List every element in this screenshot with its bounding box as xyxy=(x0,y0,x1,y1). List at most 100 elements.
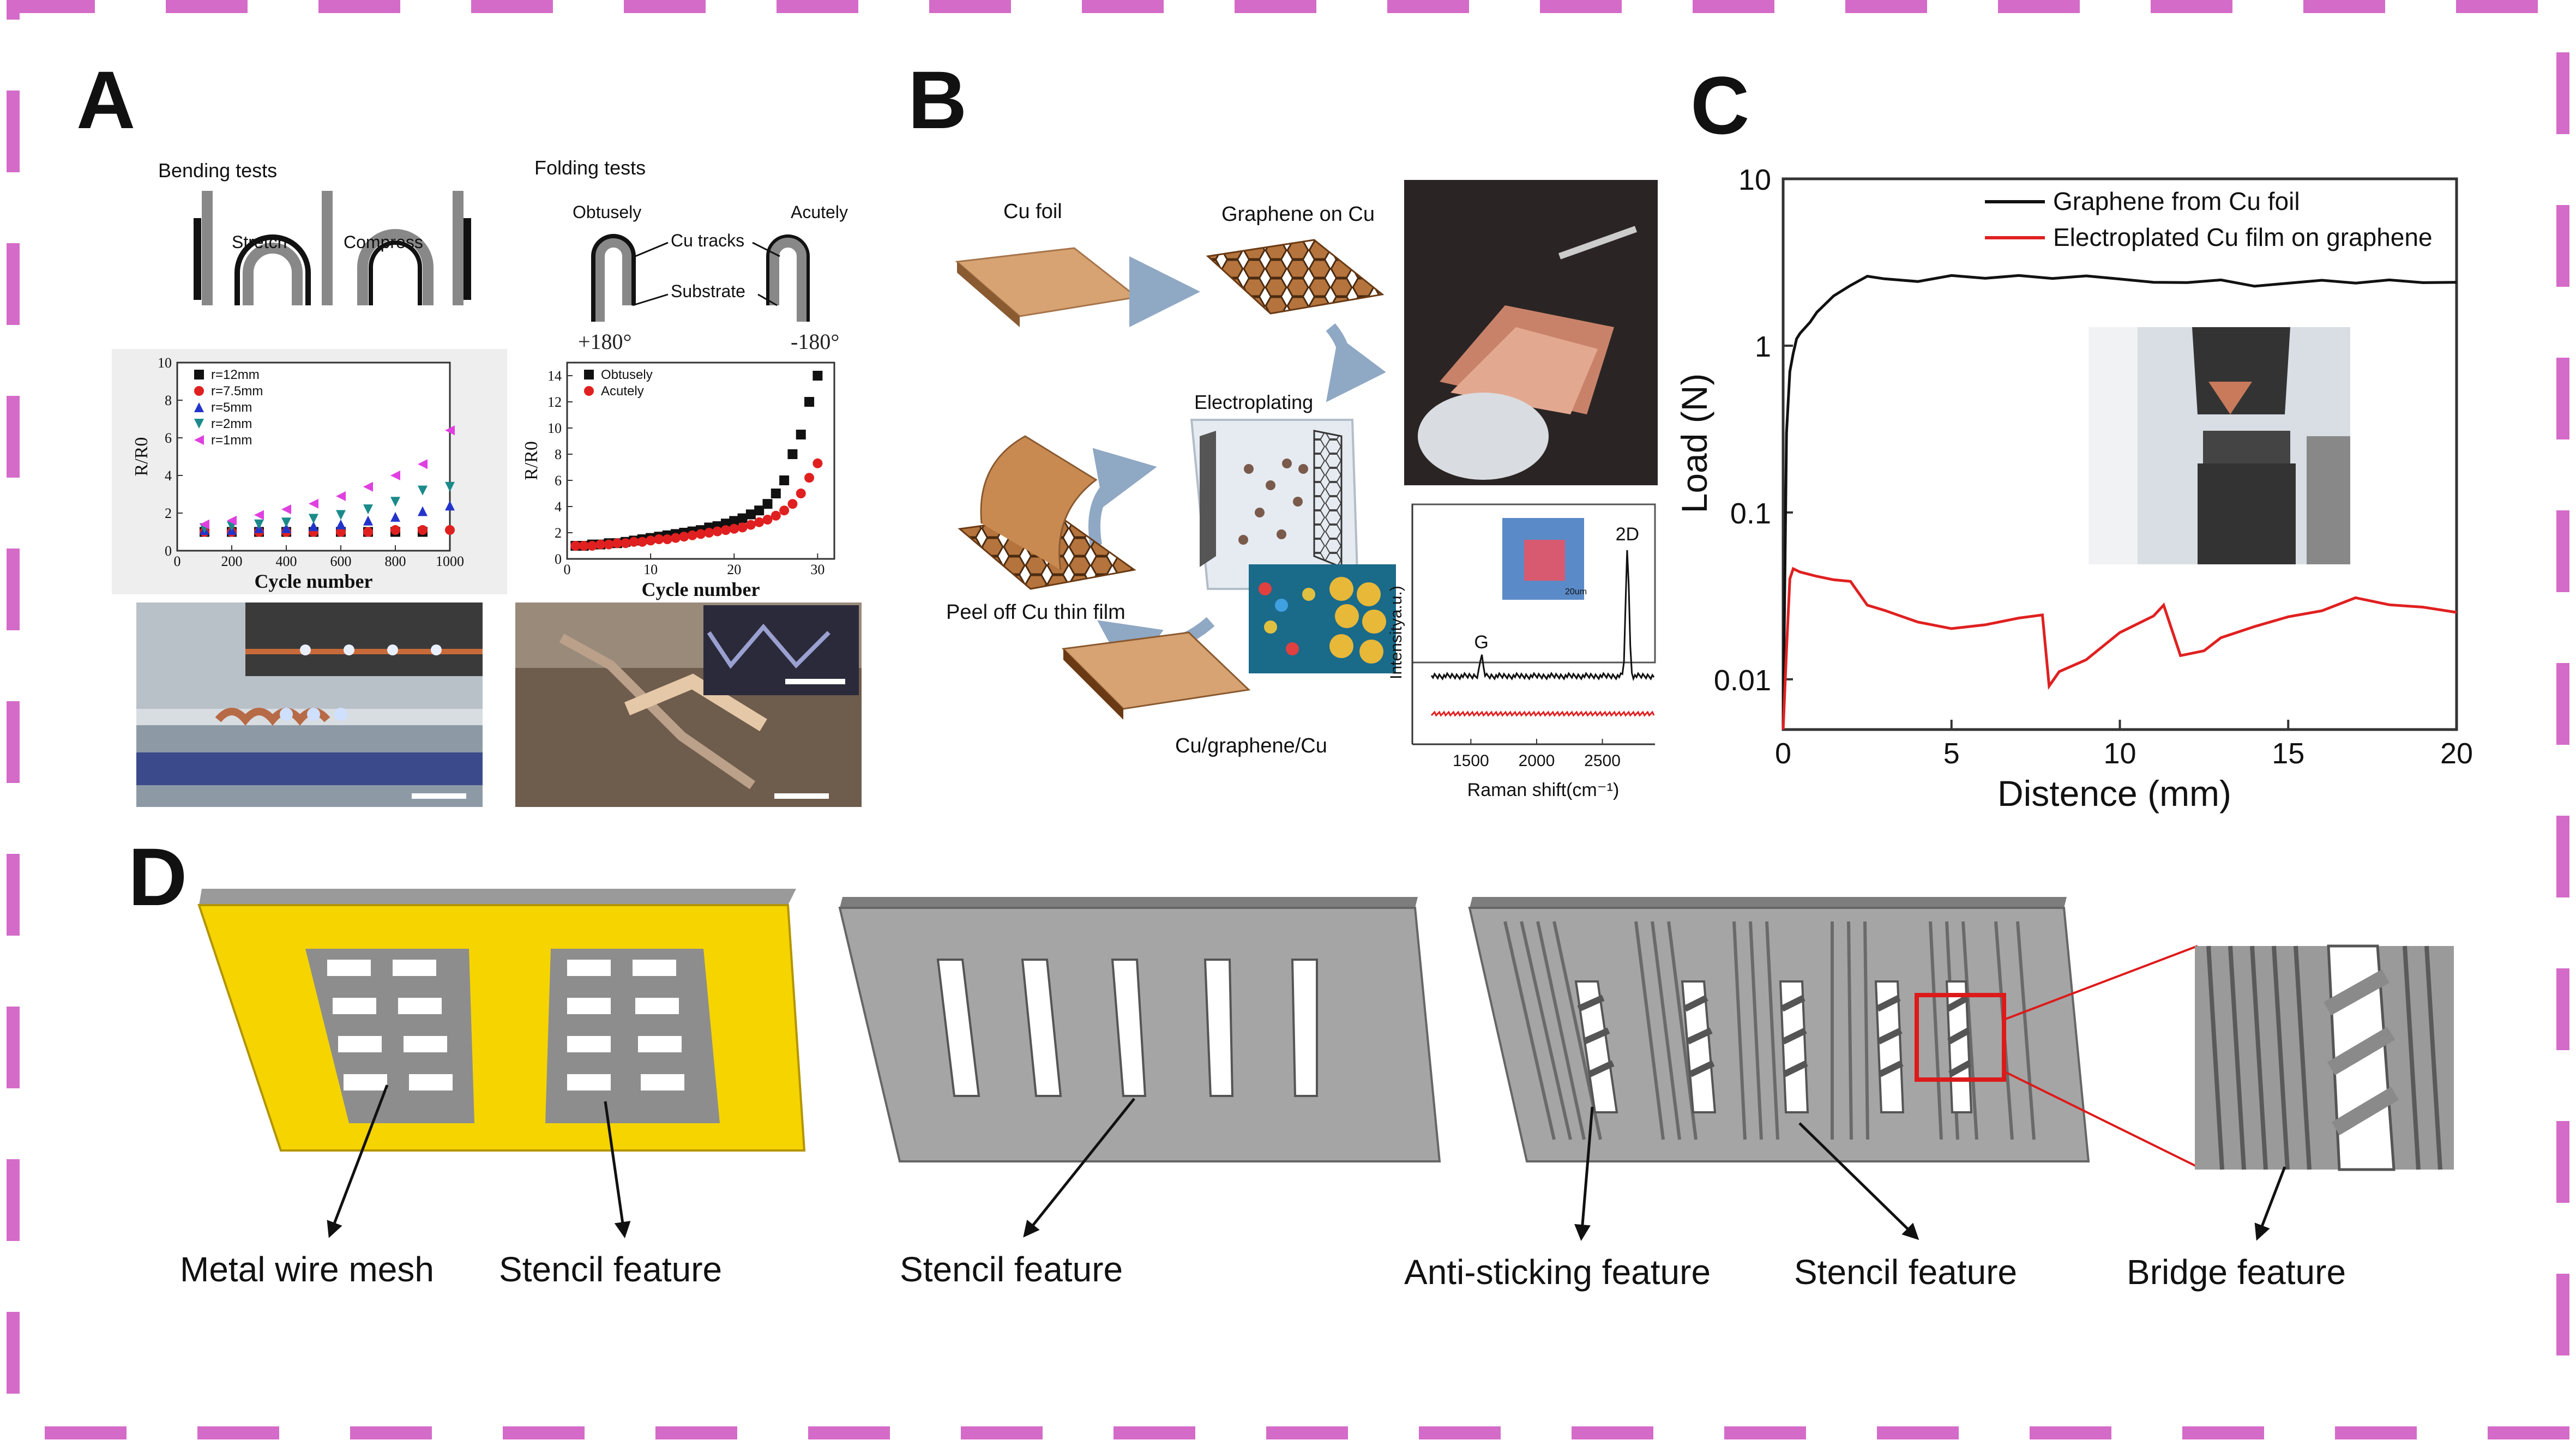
data-point xyxy=(254,519,264,529)
legend-label: Electroplated Cu film on graphene xyxy=(2053,223,2433,251)
data-point xyxy=(612,538,622,549)
data-point xyxy=(200,519,209,529)
data-point xyxy=(570,541,581,551)
data-point xyxy=(737,522,748,533)
panel-a: Bending tests Stretch Compress Folding t… xyxy=(112,156,862,807)
y-tick-label: 4 xyxy=(555,499,562,515)
data-point xyxy=(796,430,806,439)
legend-label: Obtusely xyxy=(601,367,653,382)
y-tick-label: 8 xyxy=(555,447,562,462)
panel-label-a: A xyxy=(76,54,135,146)
bridge-feature-label: Bridge feature xyxy=(2127,1252,2346,1292)
x-tick-label: 400 xyxy=(276,553,297,569)
legend-label: r=12mm xyxy=(211,367,260,382)
peel-off-sheet xyxy=(958,435,1136,590)
data-point xyxy=(804,397,815,407)
electroplating-label: Electroplating xyxy=(1194,391,1313,413)
data-point xyxy=(729,523,739,534)
data-point xyxy=(745,509,756,520)
data-point xyxy=(762,515,773,525)
data-point xyxy=(771,510,781,521)
bending-schematic: Stretch Compress xyxy=(194,191,471,305)
y-tick-label: 12 xyxy=(547,394,562,410)
graphene-on-cu-label: Graphene on Cu xyxy=(1221,203,1375,226)
spectrum-black xyxy=(1430,550,1655,682)
data-point xyxy=(363,481,373,492)
x-tick-label: 0 xyxy=(1775,737,1791,770)
x-tick-label: 10 xyxy=(643,562,658,577)
legend-marker xyxy=(584,386,594,396)
data-point xyxy=(720,525,731,535)
compress-label: Compress xyxy=(344,232,423,252)
data-point xyxy=(309,498,318,509)
atomic-model-inset xyxy=(1249,564,1396,673)
spectrum-red xyxy=(1430,710,1655,717)
metal-wire-mesh-label: Metal wire mesh xyxy=(180,1250,434,1289)
bridge-zoom-inset xyxy=(2195,944,2454,1241)
data-point xyxy=(621,538,631,549)
data-point xyxy=(336,491,346,501)
data-point xyxy=(654,534,664,544)
data-point xyxy=(281,523,291,533)
y-tick-label: 10 xyxy=(1738,164,1771,196)
cu-foil-sheet xyxy=(955,247,1139,317)
plus180-label: +180° xyxy=(578,329,632,354)
data-point xyxy=(704,528,714,538)
panel-label-b: B xyxy=(908,54,967,146)
data-point xyxy=(712,526,723,537)
cu-film-photo xyxy=(1404,180,1658,485)
peak-label: G xyxy=(1474,632,1488,653)
data-point xyxy=(281,504,291,515)
data-point xyxy=(737,513,748,523)
y-axis-label: Intensitya.u.) xyxy=(1387,586,1405,679)
data-point xyxy=(771,489,781,498)
arrow-4 xyxy=(1088,448,1157,546)
x-axis-label: Raman shift(cm⁻¹) xyxy=(1467,780,1620,800)
substrate-label: Substrate xyxy=(671,281,745,301)
stencil-plain xyxy=(838,897,1441,1238)
data-point xyxy=(646,535,656,546)
data-point xyxy=(363,504,373,515)
x-tick-label: 0 xyxy=(564,562,571,577)
y-tick-label: 10 xyxy=(547,420,562,436)
y-tick-label: 0.1 xyxy=(1730,497,1771,530)
data-point xyxy=(812,458,823,468)
data-point xyxy=(390,471,400,480)
data-point xyxy=(687,530,697,540)
data-point xyxy=(445,525,455,535)
graphene-on-cu-sheet xyxy=(1206,239,1385,315)
legend-label: r=2mm xyxy=(211,417,252,431)
y-tick-label: 6 xyxy=(165,430,172,446)
legend-label: r=1mm xyxy=(211,433,252,448)
x-tick-label: 15 xyxy=(2272,737,2304,770)
cu-tracks-label: Cu tracks xyxy=(671,231,744,250)
raman-inset-scale: 20um xyxy=(1565,587,1587,597)
legend-marker xyxy=(584,370,594,379)
stencil-feature-label-2: Stencil feature xyxy=(900,1250,1123,1289)
data-point xyxy=(779,475,790,485)
data-point xyxy=(629,537,639,547)
x-tick-label: 10 xyxy=(2103,737,2136,770)
y-tick-label: 0 xyxy=(555,551,562,567)
arrow-2 xyxy=(1326,323,1386,402)
data-point xyxy=(587,541,597,551)
y-tick-label: 1 xyxy=(1755,330,1771,363)
data-point xyxy=(336,527,346,537)
minus180-label: -180° xyxy=(791,329,839,354)
anti-sticking-feature-label: Anti-sticking feature xyxy=(1404,1252,1711,1292)
data-point xyxy=(390,525,400,535)
x-tick-label: 30 xyxy=(810,562,824,577)
y-tick-label: 0.01 xyxy=(1714,664,1771,697)
data-point xyxy=(637,537,647,547)
legend-marker xyxy=(194,419,204,429)
data-point xyxy=(745,520,756,530)
data-point xyxy=(696,529,706,539)
y-tick-label: 2 xyxy=(165,505,172,521)
x-axis-label: Distence (mm) xyxy=(1997,773,2231,814)
x-tick-label: 2500 xyxy=(1584,752,1621,770)
data-point xyxy=(604,539,614,550)
